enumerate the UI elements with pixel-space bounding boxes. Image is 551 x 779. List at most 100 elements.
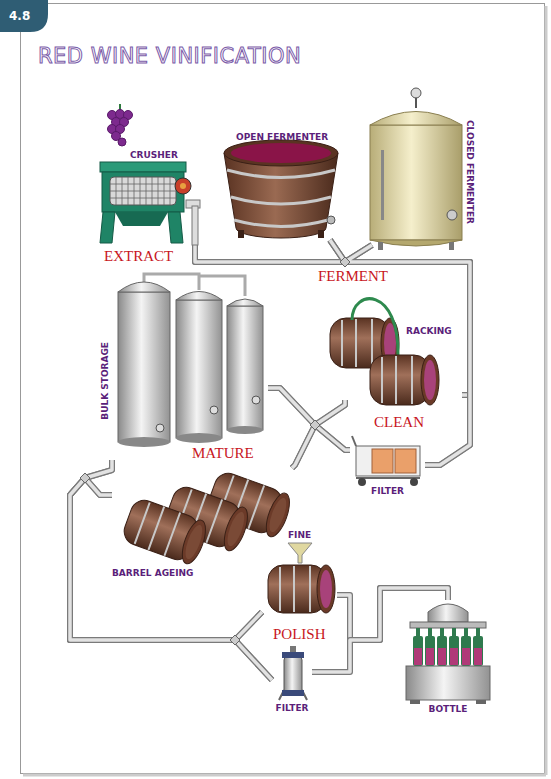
cartridge-filter <box>284 656 302 694</box>
equipment-node: CLOSED FERMENTER <box>365 98 487 250</box>
equipment-label: CLOSED FERMENTER <box>464 120 475 224</box>
page-frame <box>21 4 545 774</box>
equipment-label: RACKING <box>406 326 452 337</box>
ageing-barrels <box>120 469 294 566</box>
crusher-machine <box>100 162 200 245</box>
open-fermenter-vat <box>231 143 331 163</box>
bottling-machine <box>413 636 423 666</box>
equipment-node: BULK STORAGE <box>100 282 268 460</box>
closed-fermenter-tank <box>447 210 457 220</box>
ageing-barrels <box>224 510 248 548</box>
bottling-machine <box>406 604 490 704</box>
stage-label: POLISH <box>273 626 326 643</box>
closed-fermenter-tank <box>370 125 462 240</box>
stage-label: CLEAN <box>374 414 424 431</box>
open-fermenter-vat <box>327 216 335 224</box>
filter-cart <box>352 436 356 446</box>
equipment-node: RACKING <box>322 290 462 400</box>
open-fermenter-vat <box>224 140 338 166</box>
bottling-machine <box>440 628 444 636</box>
bottling-machine <box>452 628 456 636</box>
equipment-label: FILTER <box>350 486 425 497</box>
page-badge <box>0 0 48 32</box>
crusher-machine <box>100 212 115 243</box>
bulk-storage-tanks <box>227 426 263 434</box>
filter-cart <box>372 449 393 473</box>
ageing-barrels <box>220 504 253 553</box>
filter-cart <box>358 478 366 486</box>
bulk-storage-tanks <box>210 406 218 414</box>
bottling-machine <box>437 636 447 666</box>
open-fermenter-vat <box>318 230 324 238</box>
filter-cart <box>395 449 416 473</box>
grapes <box>118 138 126 146</box>
bottling-machine <box>416 628 420 636</box>
pipe-connector <box>195 240 345 262</box>
equipment-node: FILTER <box>272 648 312 718</box>
open-fermenter-vat <box>227 170 335 227</box>
ageing-barrels <box>178 517 211 566</box>
closed-fermenter-tank <box>411 88 421 98</box>
bulk-storage-tanks <box>176 292 222 301</box>
fining-barrel <box>288 543 312 563</box>
bottling-machine <box>464 628 468 636</box>
crusher-machine <box>168 212 183 243</box>
equipment-node: CRUSHER <box>95 128 205 245</box>
open-fermenter-vat <box>238 230 244 238</box>
bottling-machine <box>406 666 490 700</box>
crusher-machine <box>180 183 186 189</box>
pipe-connector <box>195 240 345 262</box>
racking-barrels <box>330 299 439 405</box>
bulk-storage-tanks <box>176 433 222 443</box>
page-frame <box>23 774 546 777</box>
closed-fermenter-tank <box>370 112 462 126</box>
crusher-machine <box>100 162 186 172</box>
bulk-storage-tanks <box>118 274 263 447</box>
page-frame <box>545 6 548 775</box>
equipment-label: BULK STORAGE <box>100 342 111 420</box>
equipment-label: OPEN FERMENTER <box>236 132 328 143</box>
bulk-storage-tanks <box>156 424 164 432</box>
bulk-storage-tanks <box>227 306 263 430</box>
bottling-machine <box>474 648 482 665</box>
fining-barrel <box>320 570 332 608</box>
closed-fermenter-tank <box>378 242 383 250</box>
pipe-connector <box>292 425 350 468</box>
pipe-connector <box>292 425 350 468</box>
bottling-machine <box>428 604 468 622</box>
cartridge-filter <box>282 690 304 696</box>
crusher-machine <box>192 206 198 245</box>
cartridge-filter <box>290 646 296 652</box>
equipment-label: FILTER <box>268 703 316 714</box>
fining-barrel <box>317 565 335 613</box>
open-fermenter-vat <box>224 140 338 238</box>
cartridge-filter <box>282 652 304 658</box>
ageing-barrels <box>182 523 206 561</box>
equipment-node: FILTER <box>350 440 425 500</box>
bottling-machine <box>438 648 446 665</box>
pipe-connector <box>70 478 272 680</box>
crusher-machine <box>115 212 168 226</box>
page-badge <box>0 0 48 32</box>
bottling-machine <box>410 622 486 628</box>
bulk-storage-tanks <box>176 300 222 438</box>
pipe-junctions <box>80 257 350 645</box>
filter-cart <box>410 478 418 486</box>
ageing-barrels <box>266 496 290 534</box>
page-number: 4.8 <box>9 9 30 23</box>
pipe-connector <box>195 240 345 262</box>
racking-barrels <box>352 299 398 357</box>
pipe-connector <box>70 478 272 680</box>
equipment-node: BOTTLE <box>402 600 494 720</box>
closed-fermenter-tank <box>381 150 384 220</box>
closed-fermenter-tank <box>370 88 462 250</box>
equipment-node: BARREL AGEING <box>112 468 292 580</box>
equipment-label: BOTTLE <box>402 704 494 715</box>
racking-barrels <box>424 360 436 400</box>
bottling-machine <box>462 648 470 665</box>
racking-barrels <box>421 355 439 405</box>
diagram-title: RED WINE VINIFICATION <box>38 44 301 68</box>
equipment-label: FINE <box>262 530 337 541</box>
equipment-label: CRUSHER <box>130 150 178 161</box>
